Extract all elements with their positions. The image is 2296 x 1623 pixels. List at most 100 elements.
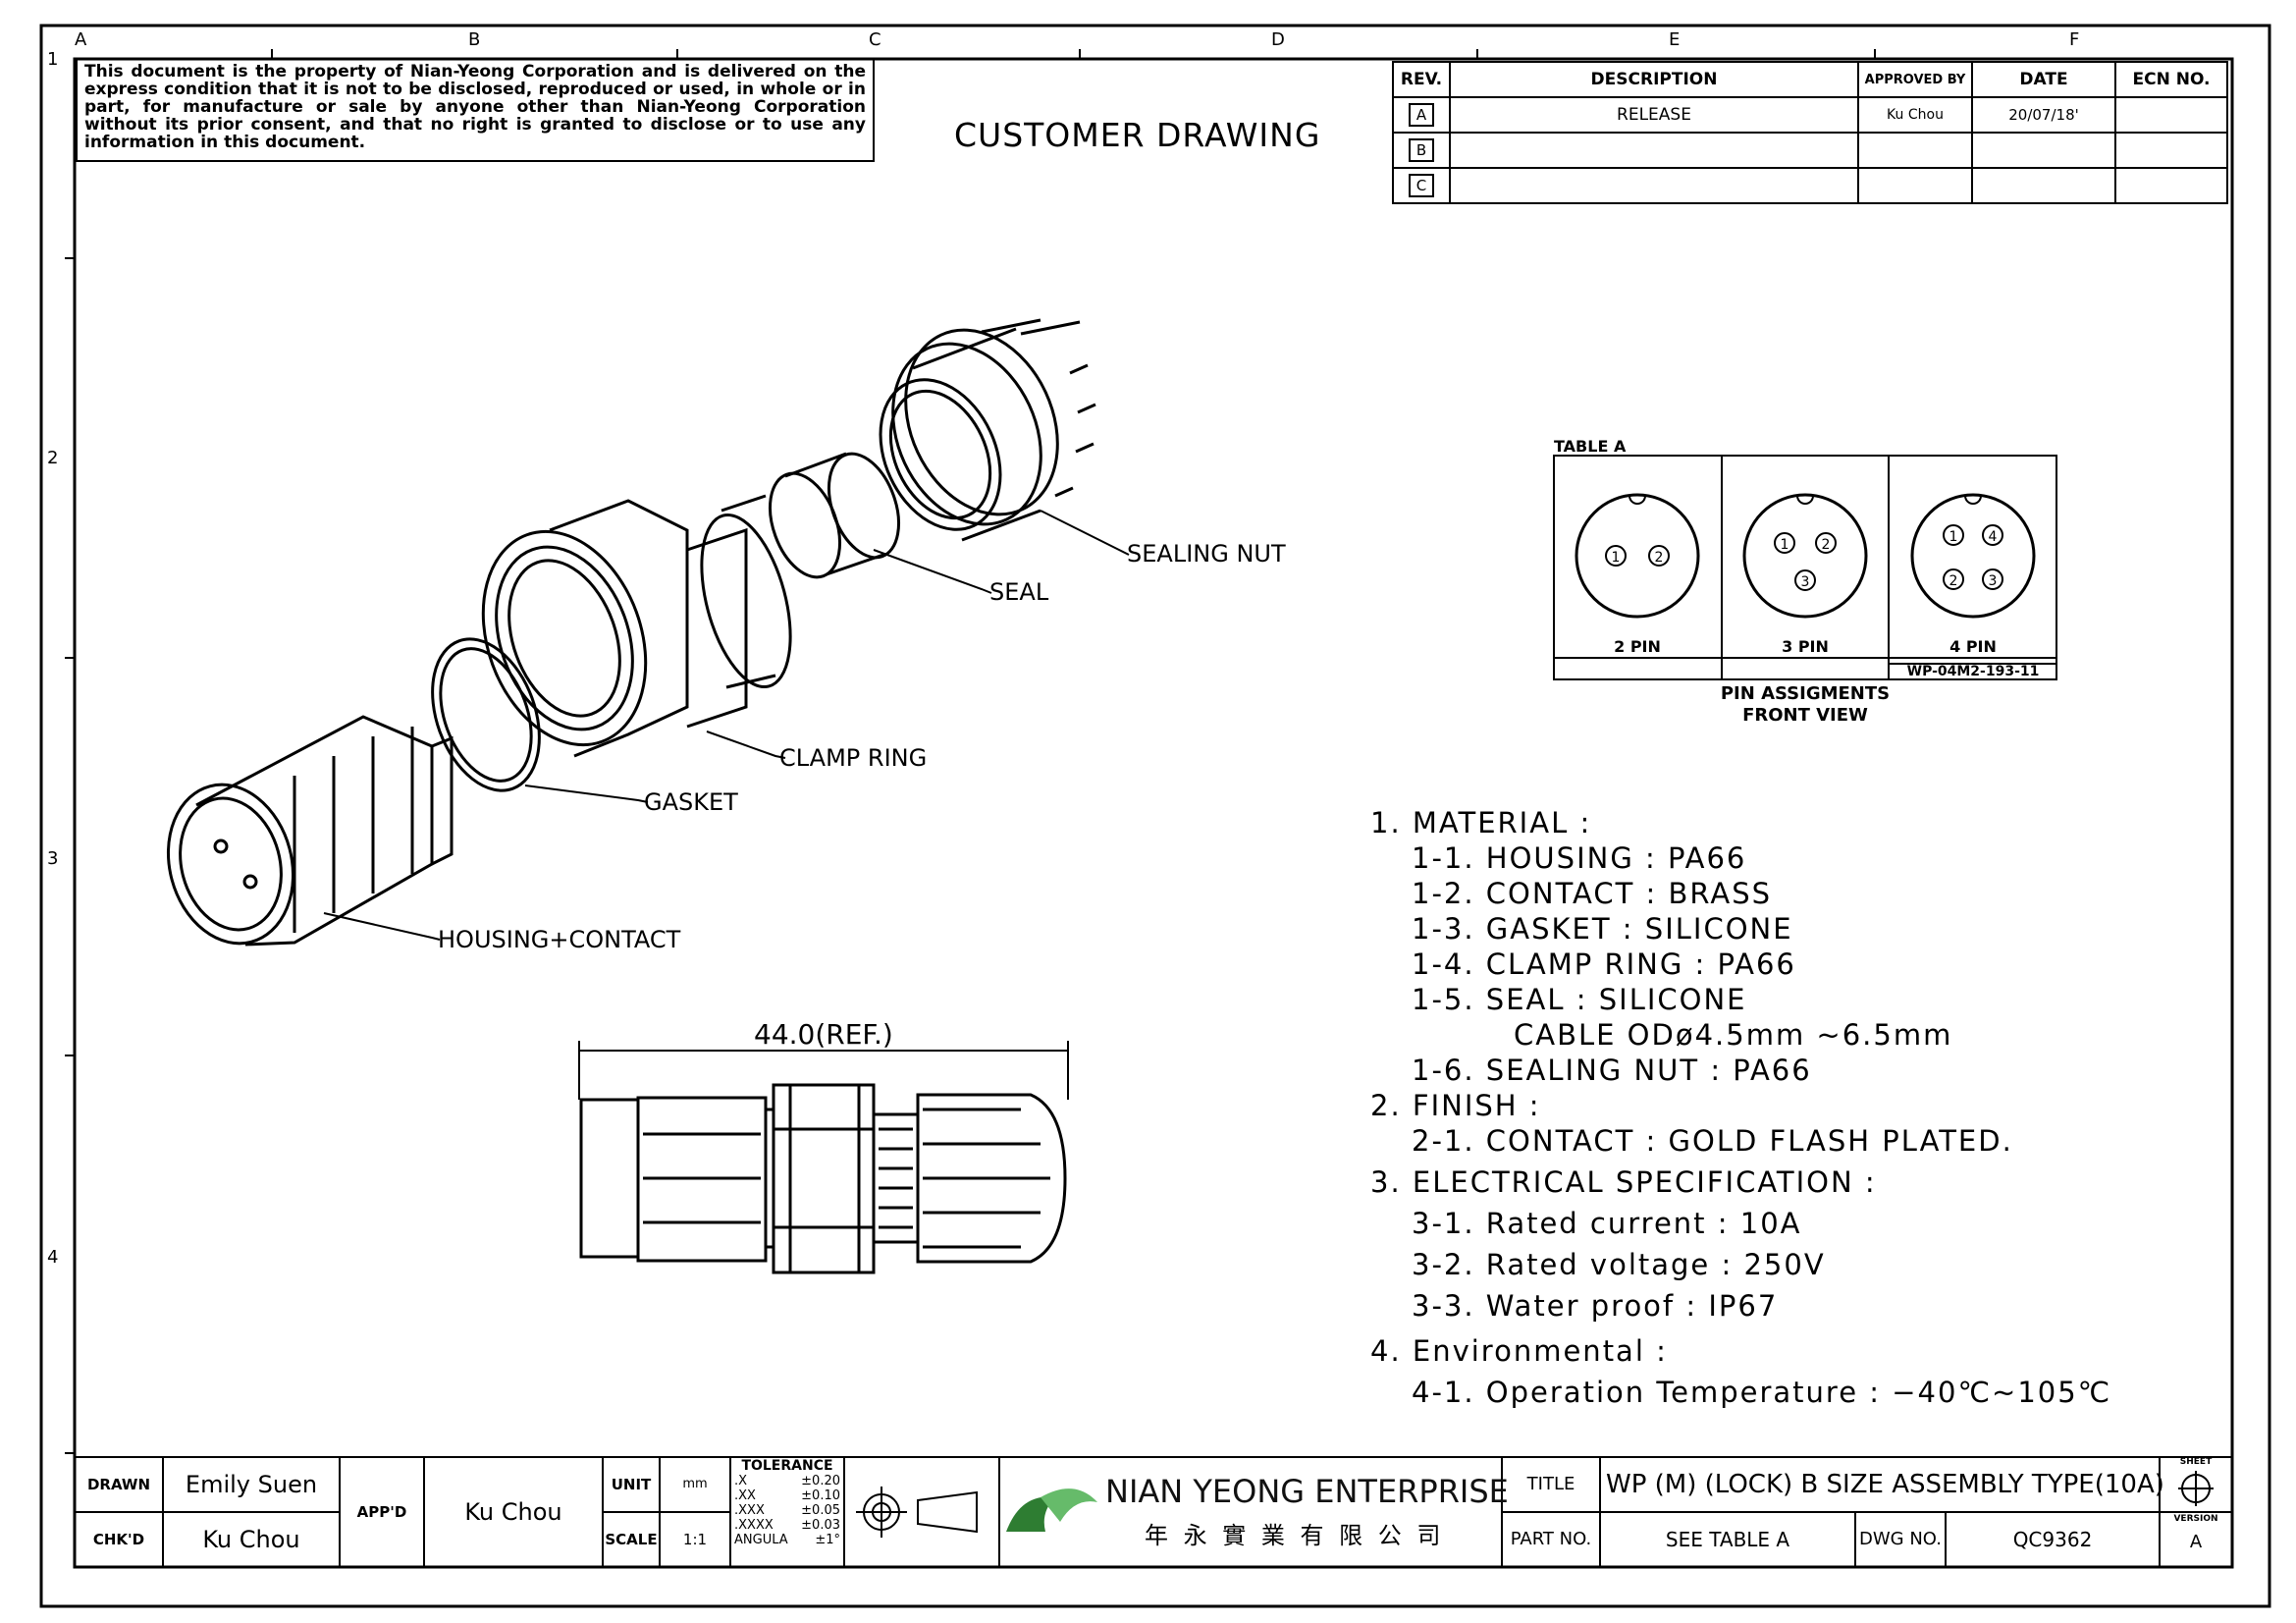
chkd-label: CHK'D <box>92 1531 145 1548</box>
unit-label: UNIT <box>611 1476 652 1493</box>
part-code: WP-04M2-193-11 <box>1907 664 2040 679</box>
zone-label-a: A <box>75 29 87 50</box>
date-cell <box>1971 167 2116 204</box>
company-logo-icon <box>1006 1488 1097 1532</box>
tolerance-value: ±0.05 <box>801 1503 840 1518</box>
ecn-cell <box>2114 132 2228 169</box>
assembled-side-view <box>578 1041 1069 1274</box>
zone-label-f: F <box>2069 29 2079 50</box>
tolerance-label: TOLERANCE <box>741 1458 833 1474</box>
spec-line: 1-2. CONTACT : BRASS <box>1412 877 1773 910</box>
rev-cell: C <box>1392 167 1451 204</box>
projection-symbol-icon <box>856 1487 978 1538</box>
appd-label: APP'D <box>356 1503 407 1521</box>
zone-label-2: 2 <box>47 448 58 468</box>
tolerance-row: .XX±0.10 <box>730 1488 844 1503</box>
description-cell <box>1449 167 1859 204</box>
spec-line: 1. MATERIAL : <box>1370 806 1592 839</box>
description-cell: RELEASE <box>1449 96 1859 134</box>
table-a: TABLE A 1 2 2 PIN 1 2 3 3 PIN 1 4 2 3 4 … <box>1553 437 2057 726</box>
leader-lines <box>323 510 1130 941</box>
drawn-label: DRAWN <box>86 1476 151 1493</box>
pin-2pin-2: 2 <box>1655 550 1664 566</box>
zone-label-1: 1 <box>47 49 58 70</box>
table-a-label: TABLE A <box>1554 437 1627 456</box>
zone-ticks <box>65 49 1876 1454</box>
checked-by: Ku Chou <box>202 1526 300 1553</box>
spec-line: 1-1. HOUSING : PA66 <box>1412 841 1747 875</box>
zone-label-d: D <box>1271 29 1285 50</box>
date-cell: 20/07/18' <box>1971 96 2116 134</box>
part-labels: SEALING NUT SEAL CLAMP RING GASKET HOUSI… <box>438 540 1286 953</box>
sheet-label: SHEET <box>2179 1457 2213 1467</box>
spec-line: 1-6. SEALING NUT : PA66 <box>1412 1054 1812 1087</box>
dwg-no: QC9362 <box>2012 1528 2093 1551</box>
property-notice: This document is the property of Nian-Ye… <box>84 62 866 152</box>
label-sealing-nut: SEALING NUT <box>1127 540 1286 568</box>
zone-label-c: C <box>869 29 881 50</box>
zone-label-e: E <box>1669 29 1680 50</box>
housing-contact-drawing <box>166 715 454 947</box>
spec-line: 2. FINISH : <box>1370 1089 1541 1122</box>
rev-cell: B <box>1392 132 1451 169</box>
description-cell <box>1449 132 1859 169</box>
tolerance-row: .XXXX±0.03 <box>730 1518 844 1533</box>
exploded-assembly <box>166 318 1096 947</box>
specification-notes: 1. MATERIAL : 1-1. HOUSING : PA66 1-2. C… <box>1370 805 2111 1410</box>
scale-value: 1:1 <box>682 1531 708 1548</box>
approved-cell <box>1857 167 1973 204</box>
spec-line: 3-1. Rated current : 10A <box>1412 1207 1802 1240</box>
revision-row: B <box>1392 132 2228 169</box>
sealing-nut-drawing <box>879 318 1096 542</box>
spec-line: 1-5. SEAL : SILICONE <box>1412 983 1747 1016</box>
tolerance-key: .XXX <box>734 1503 765 1518</box>
part-no-label: PART NO. <box>1510 1529 1592 1549</box>
pin-caption-1: PIN ASSIGMENTS <box>1721 683 1890 704</box>
seal-drawing <box>769 452 900 579</box>
drawing-title: CUSTOMER DRAWING <box>954 116 1321 154</box>
approved-by: Ku Chou <box>464 1498 562 1526</box>
spec-line: 3. ELECTRICAL SPECIFICATION : <box>1370 1165 1877 1199</box>
tolerance-key: .X <box>734 1474 748 1488</box>
pin-4pin-1: 1 <box>1949 529 1958 545</box>
rev-cell: A <box>1392 96 1451 134</box>
approved-header: APPROVED BY <box>1857 61 1973 98</box>
tolerance-row: ANGULA±1° <box>730 1533 844 1547</box>
company-name-cn: 年 永 實 業 有 限 公 司 <box>1145 1522 1445 1549</box>
unit-value: mm <box>682 1477 708 1491</box>
zone-label-3: 3 <box>47 848 58 869</box>
gasket-drawing <box>431 637 541 792</box>
spec-line: 2-1. CONTACT : GOLD FLASH PLATED. <box>1412 1124 2013 1158</box>
ecn-header: ECN NO. <box>2114 61 2228 98</box>
description-header: DESCRIPTION <box>1449 61 1859 98</box>
zone-label-4: 4 <box>47 1247 58 1268</box>
rev-triangle-icon: A <box>1409 103 1434 127</box>
approved-cell: Ku Chou <box>1857 96 1973 134</box>
company-name: NIAN YEONG ENTERPRISE <box>1105 1473 1509 1510</box>
drawn-by: Emily Suen <box>185 1471 318 1498</box>
version-value: A <box>2189 1532 2203 1552</box>
revision-table: REV. DESCRIPTION APPROVED BY DATE ECN NO… <box>1392 61 2228 204</box>
date-cell <box>1971 132 2116 169</box>
tolerance-key: ANGULA <box>734 1533 788 1547</box>
title-block-lines <box>74 1456 2233 1568</box>
clamp-ring-drawing <box>481 494 792 758</box>
label-4-pin: 4 PIN <box>1949 637 1997 656</box>
label-3-pin: 3 PIN <box>1782 637 1829 656</box>
rev-triangle-icon: B <box>1409 138 1434 162</box>
approved-cell <box>1857 132 1973 169</box>
pin-4pin-2: 2 <box>1949 573 1958 589</box>
spec-line: 1-3. GASKET : SILICONE <box>1412 912 1793 946</box>
part-no: SEE TABLE A <box>1665 1528 1790 1551</box>
spec-line: 3-3. Water proof : IP67 <box>1412 1289 1779 1323</box>
label-clamp-ring: CLAMP RING <box>779 744 927 772</box>
drawing-name: WP (M) (LOCK) B SIZE ASSEMBLY TYPE(10A) <box>1606 1470 2164 1499</box>
version-label: VERSION <box>2173 1514 2218 1524</box>
ecn-cell <box>2114 167 2228 204</box>
zone-labels-top: A B C D E F <box>75 29 2079 50</box>
label-seal: SEAL <box>989 578 1049 606</box>
revision-row: A RELEASE Ku Chou 20/07/18' <box>1392 96 2228 134</box>
outer-border <box>39 24 2271 1608</box>
spec-line: 4-1. Operation Temperature : −40℃~105℃ <box>1412 1376 2112 1409</box>
